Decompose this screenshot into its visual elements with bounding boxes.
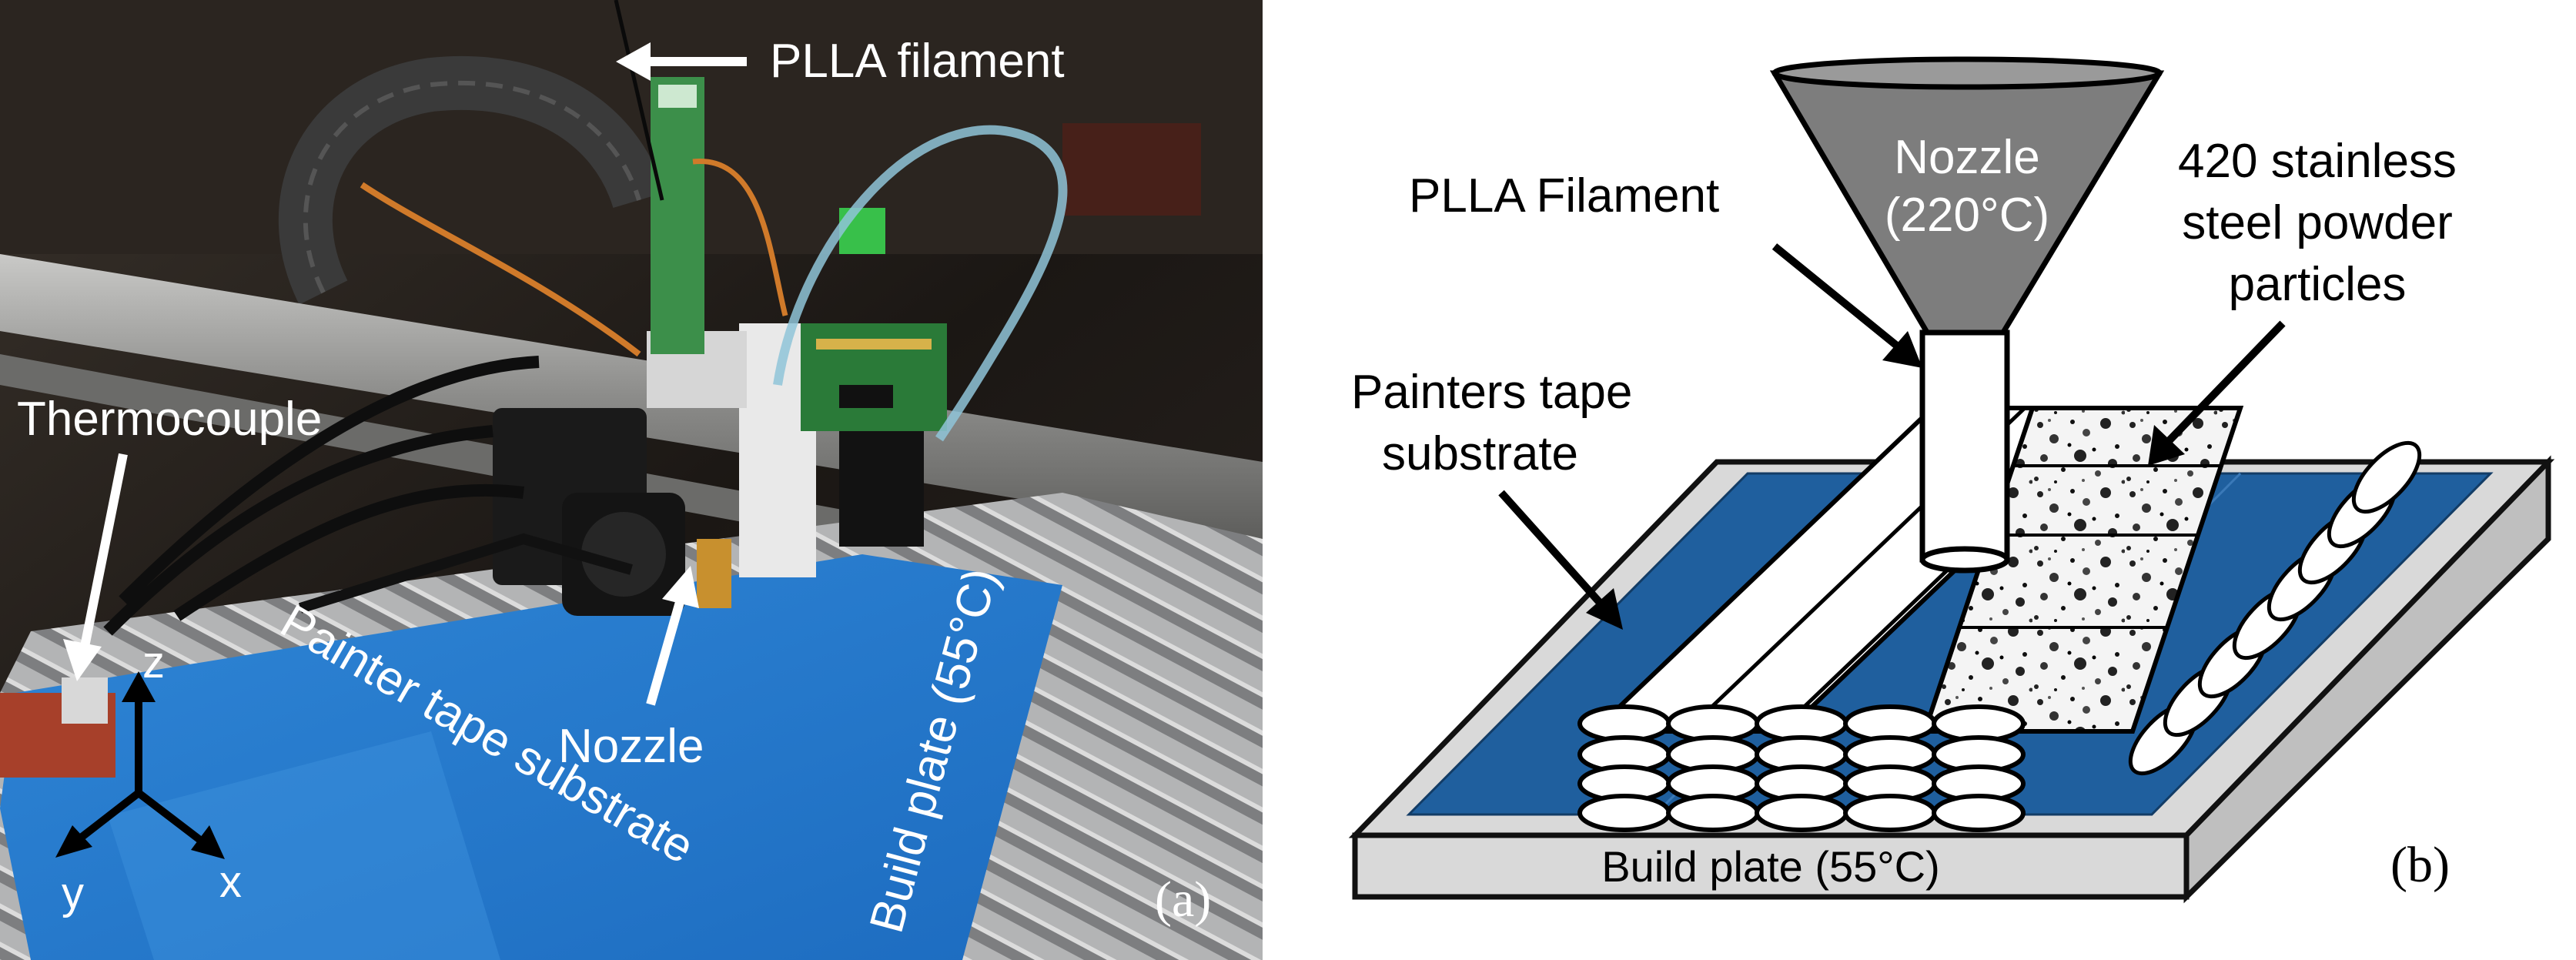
filament-arrow-b: [1771, 243, 1901, 350]
vertical-pcb: [651, 77, 704, 354]
label-build-plate-b: Build plate (55°C): [1601, 842, 1940, 891]
panel-label-a: (a): [1155, 871, 1211, 928]
thermocouple-arrow: [80, 453, 128, 648]
label-powder-line2: steel powder: [2182, 196, 2453, 249]
label-powder-line1: 420 stainless: [2178, 135, 2457, 188]
cable-bundle: [103, 356, 540, 636]
nozzle-tip: [1919, 329, 2010, 563]
strand-front-ends: [1577, 704, 2026, 832]
label-nozzle-b-line1: Nozzle: [1894, 131, 2040, 184]
panel-label-b: (b): [2390, 837, 2450, 893]
coordinate-axes: z x y: [55, 637, 242, 918]
axis-x-label: x: [219, 857, 242, 907]
build-plate-front: [1352, 832, 2190, 900]
label-tape-line1: Painters tape: [1351, 366, 1632, 419]
nozzle-rim: [1771, 56, 2163, 90]
gantry-rail: [0, 254, 1263, 539]
strand-side-ends: [2128, 440, 2422, 776]
axis-z-label: z: [142, 637, 165, 687]
tape-arrow: [1498, 490, 1604, 607]
label-nozzle-a: Nozzle: [558, 720, 704, 773]
hotend: [697, 539, 731, 608]
label-plla-filament: PLLA filament: [770, 35, 1065, 88]
label-nozzle-b-line2: (220°C): [1885, 189, 2049, 242]
powder-arrow: [2164, 320, 2286, 446]
label-thermocouple: Thermocouple: [17, 393, 322, 446]
axis-y-label: y: [62, 868, 84, 918]
enclosure-back-wall: [0, 0, 1263, 254]
panel-a: [0, 0, 1263, 960]
panel-b: Build plate (55°C): [1348, 56, 2555, 904]
label-plla-filament-b: PLLA Filament: [1409, 169, 1719, 222]
red-glow: [1062, 123, 1201, 216]
label-tape-line2: substrate: [1382, 427, 1578, 480]
filament-strand: [614, 0, 664, 201]
label-powder-line3: particles: [2229, 258, 2407, 311]
painter-tape: [0, 554, 1062, 960]
feed-tube: [773, 125, 1068, 442]
thermocouple-probe: [298, 533, 633, 614]
nozzle-arrow: [646, 595, 686, 706]
